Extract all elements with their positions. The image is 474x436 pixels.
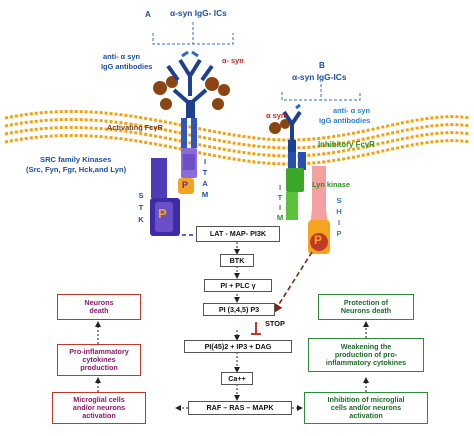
cell-membrane (4, 110, 471, 166)
itam-letter-4: M (201, 190, 209, 199)
panel-a-letter: A (145, 10, 151, 19)
cytokines-production-box: Pro-inflammatory cytokines production (57, 344, 141, 376)
panel-a-bracket (152, 22, 234, 45)
ship-letter-4: P (336, 229, 342, 238)
weakening-line3: inflammatory cytokines (325, 357, 407, 367)
stk-letter-1: S (138, 191, 144, 200)
microglial-activation-box: Microglial cells and/or neurons activati… (52, 392, 146, 424)
itim-block (286, 168, 304, 220)
inhibition-line1: Inhibition of microglial (327, 395, 405, 405)
panel-b-antibodies-line1: anti- α syn (333, 106, 370, 115)
btk-box: BTK (220, 254, 254, 267)
weakening-line2: production of pro- (334, 350, 398, 360)
stop-inhibition-bar (251, 322, 261, 335)
weakening-box: Weakening the production of pro- inflamm… (308, 338, 424, 372)
panel-a-title: α-syn IgG- ICs (170, 8, 227, 18)
protection-box: Protection of Neurons death (318, 294, 414, 320)
ship-p-label: P (314, 233, 323, 247)
lyn-kinase-label: Lyn kinase (312, 180, 350, 189)
protection-line1: Protection of (343, 298, 389, 308)
panel-a-immune-complex (153, 50, 230, 178)
panel-b-letter: B (319, 61, 325, 70)
cytokines-line2: cytokines (82, 355, 116, 365)
panel-b-bracket (281, 84, 361, 101)
neurons-death-line2: death (89, 306, 109, 315)
pi345-box: PI (3,4,5) P3 (203, 303, 275, 316)
inhibition-line2: cells and/or neurons (330, 403, 402, 413)
raf-ras-mapk-box: RAF – RAS – MAPK (188, 401, 292, 415)
itim-letter-3: I (278, 203, 282, 212)
panel-b-title: α-syn IgG-ICs (292, 72, 347, 82)
cytokines-line1: Pro-inflammatory (69, 347, 129, 357)
pi-plc-box: PI + PLC γ (204, 279, 272, 292)
itim-letter-4: M (276, 213, 284, 222)
pathway-arrows (95, 242, 369, 411)
activation-line3: activation (82, 410, 116, 420)
lat-map-pi3k-box: LAT - MAP- PI3K (196, 226, 280, 242)
ship-letter-1: S (336, 196, 342, 205)
panel-a-antibodies-line1: anti- α syn (103, 52, 140, 61)
pi45-box: PI(45)2 + IP3 + DAG (184, 340, 292, 353)
inhibition-box: Inhibition of microglial cells and/or ne… (304, 392, 428, 424)
cytokines-line3: production (80, 362, 118, 372)
kinases-label-line2: (Src, Fyn, Fgr, Hck,and Lyn) (26, 165, 127, 174)
stk-letter-3: K (138, 215, 144, 224)
neurons-death-box: Neurons death (57, 294, 141, 320)
stk-kinase-block (150, 158, 180, 236)
itim-letter-2: T (277, 193, 283, 202)
weakening-line1: Weakening the (340, 342, 392, 352)
neurons-death-line1: Neurons (84, 298, 114, 308)
panel-a-antigen-label: α- syn (222, 56, 244, 65)
activation-line2: and/or neurons (72, 403, 126, 413)
activation-line1: Microglial cells (73, 395, 125, 405)
kinases-label-line1: SRC family Kinases (40, 155, 112, 164)
ca-box: Ca++ (221, 372, 253, 385)
stk-letter-2: T (138, 203, 144, 212)
ship-block (308, 166, 330, 254)
itam-phospho-p (178, 178, 194, 194)
protection-line2: Neurons death (340, 306, 392, 315)
itim-letter-1: I (278, 183, 282, 192)
panel-b-antigen-label: α syn (266, 111, 286, 120)
stk-p-label: P (158, 206, 167, 221)
panel-a-antibodies-line2: IgG antibodies (101, 62, 153, 71)
itam-p-label: P (182, 180, 189, 190)
panel-a-receptor-label: Activating FcγR (107, 123, 163, 132)
ship-letter-3: I (337, 218, 341, 227)
ship-letter-2: H (336, 207, 342, 216)
ship-to-stop-arrow (273, 251, 313, 314)
inhibition-line3: activation (349, 410, 383, 420)
panel-b-antibodies-line2: IgG antibodies (319, 116, 371, 125)
itam-letter-3: A (202, 179, 208, 188)
panel-b-immune-complex (269, 103, 306, 170)
stop-label: STOP (265, 319, 285, 328)
itam-letter-2: T (202, 168, 208, 177)
itam-letter-1: I (203, 157, 207, 166)
panel-b-receptor-label: Inhibitory FcγR (318, 140, 375, 149)
